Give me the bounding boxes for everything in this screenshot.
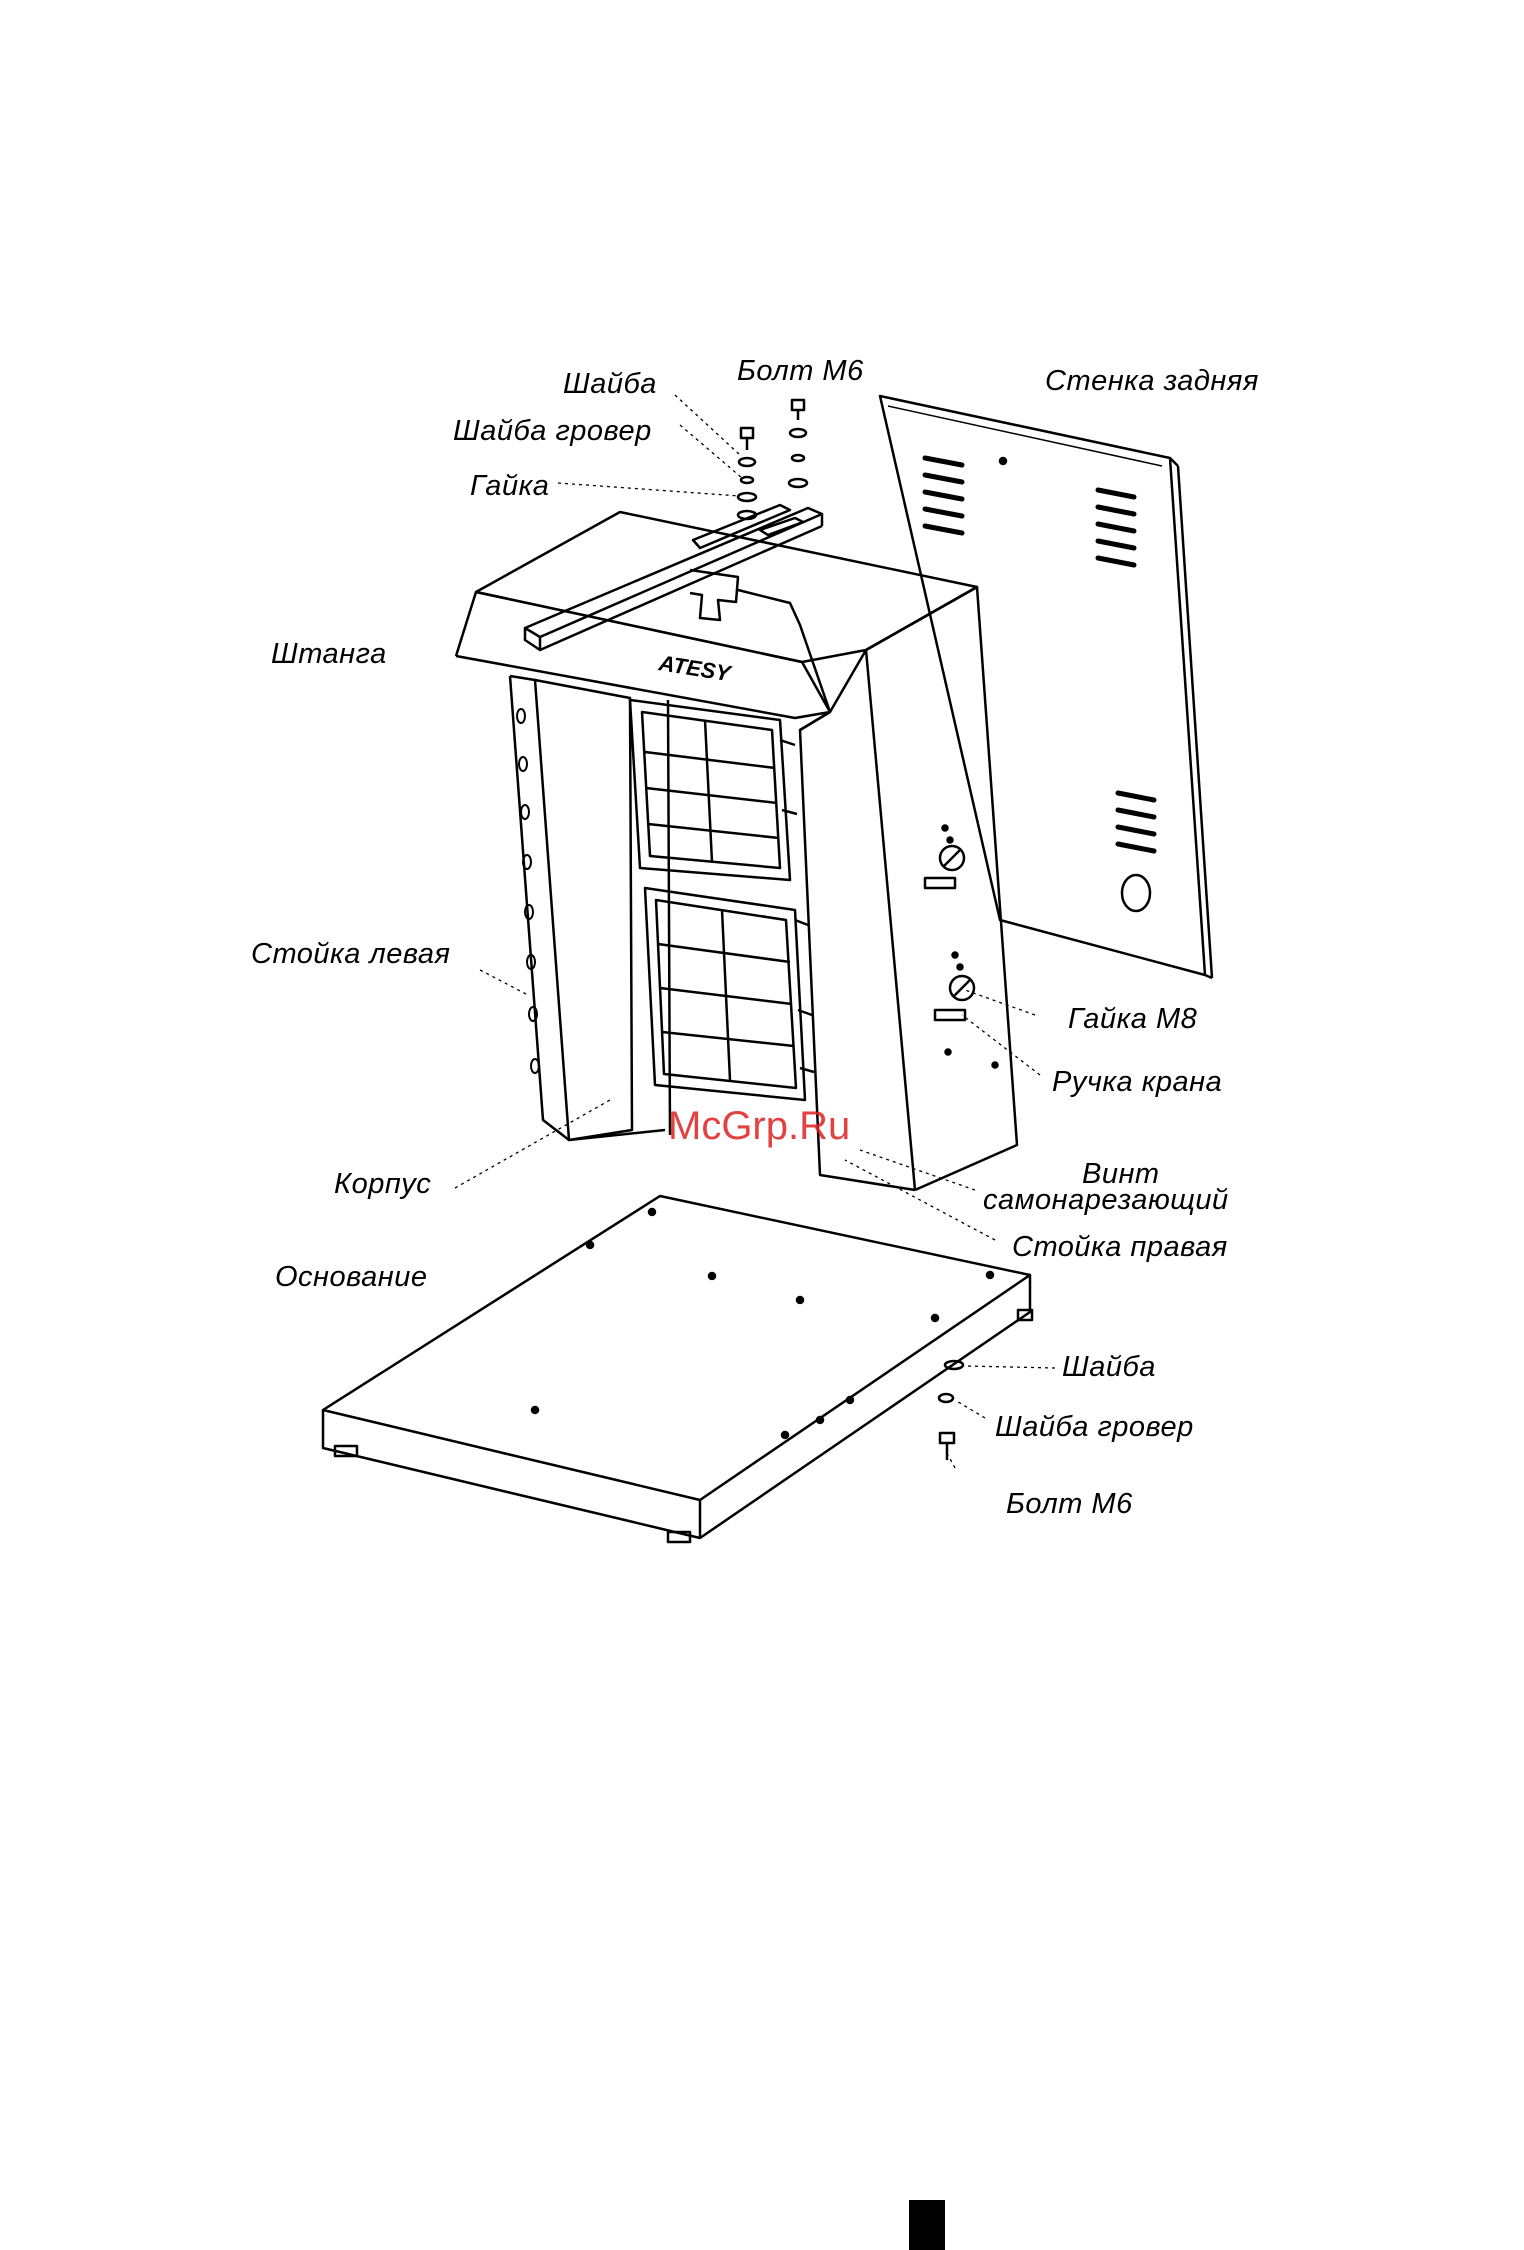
label-stoika-levaya: Стойка левая <box>251 940 451 969</box>
label-gaika-m8: Гайка М8 <box>1068 1005 1197 1034</box>
left-post-holes <box>517 709 539 1073</box>
label-shaiba-grover-top: Шайба гровер <box>453 417 652 446</box>
upper-burner-grid <box>630 700 797 880</box>
label-shaiba-top: Шайба <box>563 370 657 399</box>
label-stenka-zadnyaya: Стенка задняя <box>1045 367 1259 396</box>
rear-wall-panel <box>880 396 1212 978</box>
label-vint-line2: самонарезающий <box>983 1186 1229 1215</box>
base-plate <box>323 1196 1032 1542</box>
label-stoika-pravaya: Стойка правая <box>1012 1233 1228 1262</box>
label-shtanga: Штанга <box>271 640 387 669</box>
label-bolt-m6-bottom: Болт М6 <box>1006 1490 1133 1519</box>
rod-bracket <box>525 505 822 650</box>
label-gaika: Гайка <box>470 472 549 501</box>
bottom-fasteners <box>939 1361 963 1460</box>
page-marker-block <box>909 2200 945 2250</box>
label-shaiba-grover-bottom: Шайба гровер <box>995 1413 1194 1442</box>
brand-logo: ATESY <box>656 650 734 686</box>
label-shaiba-bottom: Шайба <box>1062 1353 1156 1382</box>
top-fasteners <box>738 400 807 519</box>
label-osnovanie: Основание <box>275 1263 428 1292</box>
top-hood <box>456 512 977 718</box>
label-bolt-m6-top: Болт М6 <box>737 357 864 386</box>
label-korpus: Корпус <box>334 1170 431 1199</box>
watermark: McGrp.Ru <box>668 1104 850 1149</box>
label-ruchka-krana: Ручка крана <box>1052 1068 1222 1097</box>
